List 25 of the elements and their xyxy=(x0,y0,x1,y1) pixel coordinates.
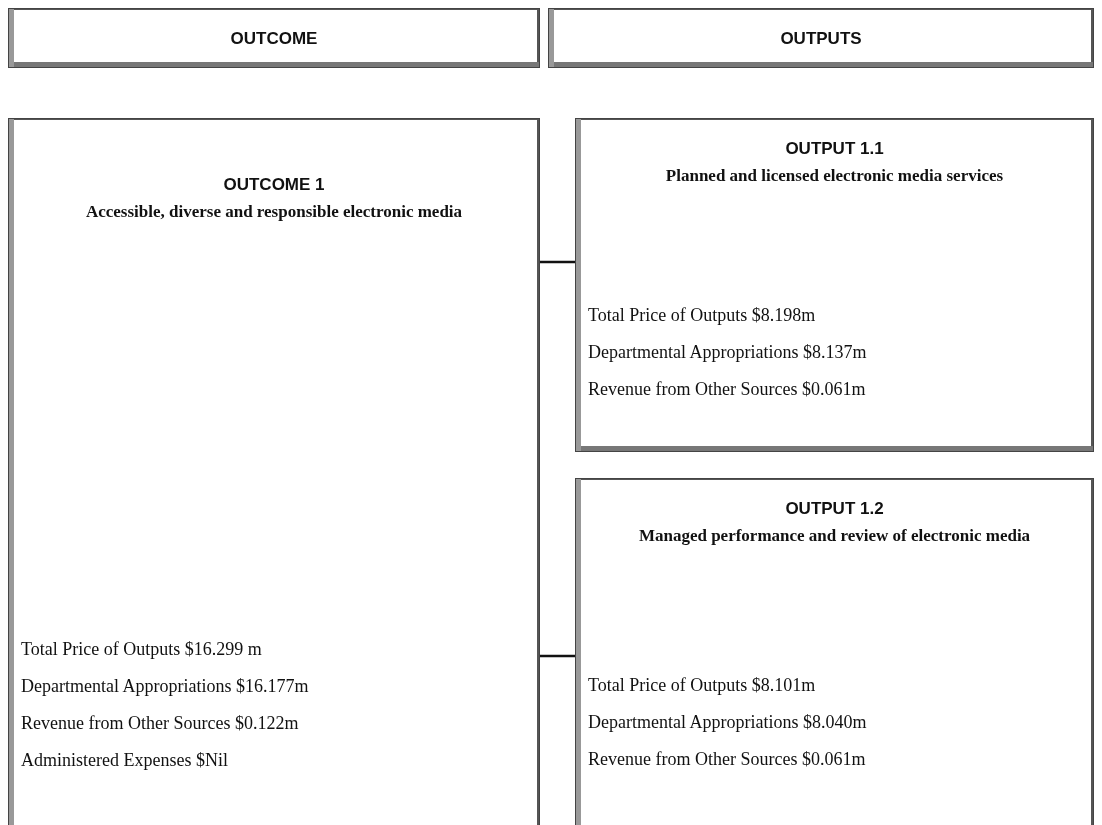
heading: OUTPUTS xyxy=(779,29,863,49)
connector-line xyxy=(540,654,575,658)
heading: OUTPUT 1.1 xyxy=(784,139,885,159)
amount-text: Revenue from Other Sources $0.061m xyxy=(588,749,867,770)
panel-box xyxy=(8,118,540,825)
amount-text: Total Price of Outputs $8.101m xyxy=(588,675,817,696)
header-box xyxy=(8,8,540,68)
amount-text: Departmental Appropriations $8.040m xyxy=(588,712,868,733)
amount-text: Revenue from Other Sources $0.122m xyxy=(21,713,300,734)
subtitle: Accessible, diverse and responsible electronic media xyxy=(84,201,464,223)
subtitle: Managed performance and review of electronic media xyxy=(637,525,1032,547)
amount-text: Administered Expenses $Nil xyxy=(21,750,229,771)
header-box xyxy=(548,8,1094,68)
connector-line xyxy=(540,260,575,264)
amount-text: Departmental Appropriations $8.137m xyxy=(588,342,868,363)
heading: OUTCOME xyxy=(229,29,319,49)
amount-text: Departmental Appropriations $16.177m xyxy=(21,676,310,697)
amount-text: Total Price of Outputs $16.299 m xyxy=(21,639,263,660)
heading: OUTCOME 1 xyxy=(222,175,326,195)
subtitle: Planned and licensed electronic media services xyxy=(664,165,1005,187)
panel-box xyxy=(575,118,1094,452)
panel-box xyxy=(575,478,1094,825)
amount-text: Total Price of Outputs $8.198m xyxy=(588,305,817,326)
heading: OUTPUT 1.2 xyxy=(784,499,885,519)
amount-text: Revenue from Other Sources $0.061m xyxy=(588,379,867,400)
